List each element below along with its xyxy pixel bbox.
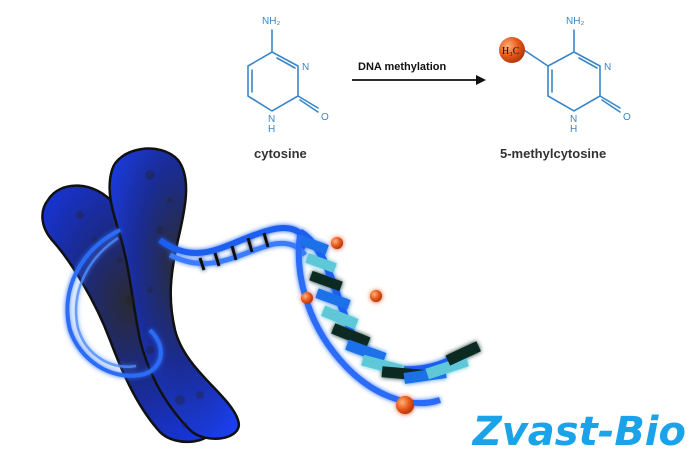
chromosome-illustration [41,147,241,444]
methylcytosine-n1: N [570,114,577,125]
methylcytosine-n3: N [604,62,611,73]
cytosine-n3: N [302,62,309,73]
cytosine-o: O [321,112,329,123]
arrow-label: DNA methylation [358,61,446,73]
cytosine-n1: N [268,114,275,125]
methyl-label: H₃C [502,46,520,57]
cytosine-label: cytosine [254,146,307,161]
methylcytosine-structure: H₃C NH₂ N N H O 5-methylcytosine [499,16,631,161]
methylcytosine-h: H [570,124,577,135]
cytosine-h: H [268,124,275,135]
dna-methyl-markers [301,237,414,414]
cytosine-nh2: NH₂ [262,16,280,27]
methyl-group-marker [499,37,525,63]
methylcytosine-label: 5-methylcytosine [500,146,606,161]
methylcytosine-o: O [623,112,631,123]
dna-double-helix [65,225,481,414]
cytosine-structure: NH₂ N N H O cytosine [247,16,329,161]
dna-base-pairs [299,235,481,384]
methylation-arrow: DNA methylation [352,61,486,85]
brand-watermark: Zvast-Bio [472,409,686,455]
methylcytosine-nh2: NH₂ [566,16,584,27]
